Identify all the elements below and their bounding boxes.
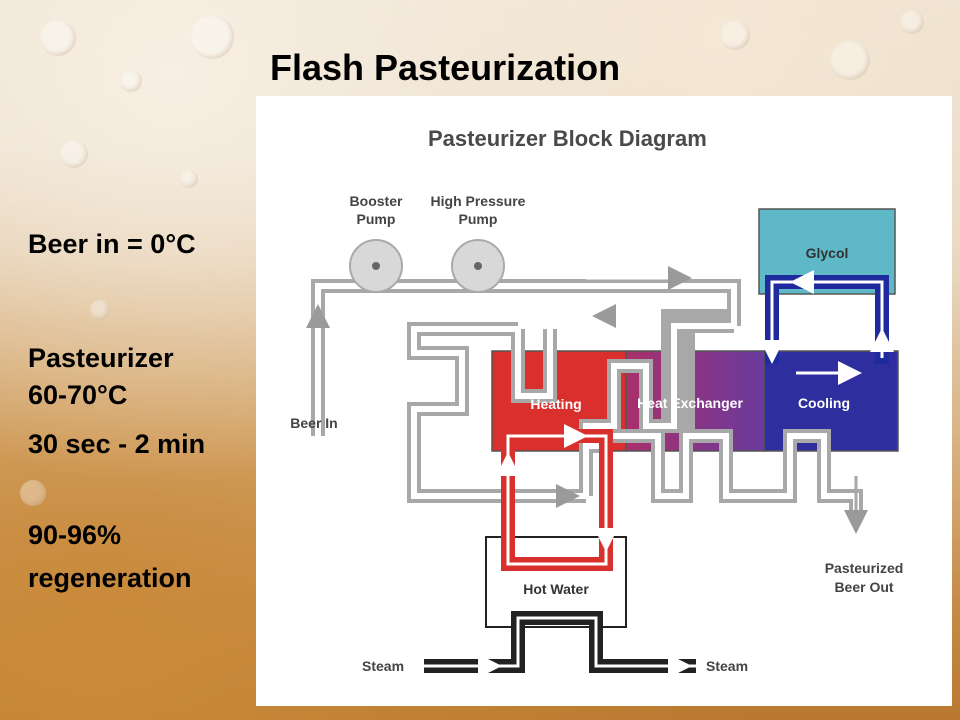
steam-out-label: Steam	[706, 658, 748, 674]
background-bubble	[120, 70, 142, 92]
high-pressure-pump-label-2: Pump	[459, 211, 498, 227]
pasteurized-out-label: Pasteurized	[825, 560, 904, 576]
background-bubble	[720, 20, 750, 50]
heating-label: Heating	[530, 396, 581, 412]
booster-pump-label-2: Pump	[357, 211, 396, 227]
steam-in-label: Steam	[362, 658, 404, 674]
beer-in-label: Beer In	[290, 415, 337, 431]
note-pasteurizer: Pasteurizer	[28, 343, 174, 373]
background-bubble	[830, 40, 870, 80]
background-bubble	[40, 20, 76, 56]
note-temperature: 60-70°C	[28, 380, 128, 410]
background-bubble	[90, 300, 110, 320]
note-time: 30 sec - 2 min	[28, 429, 206, 459]
cooling-label: Cooling	[798, 395, 850, 411]
glycol-label: Glycol	[806, 245, 849, 261]
pasteurizer-block-diagram: Pasteurizer Block Diagram	[290, 126, 904, 678]
background-bubble	[900, 10, 924, 34]
pasteurized-out-label-2: Beer Out	[834, 579, 893, 595]
high-pressure-pump-label: High Pressure	[431, 193, 526, 209]
booster-pump-label: Booster	[350, 193, 403, 209]
background-bubble	[190, 15, 234, 59]
note-regeneration: regeneration	[28, 563, 192, 593]
diagram-panel: Pasteurizer Block Diagram	[256, 96, 952, 706]
background-bubble	[180, 170, 198, 188]
high-pressure-pump	[451, 239, 505, 293]
note-beer-in: Beer in = 0°C	[28, 229, 196, 259]
note-regen-percent: 90-96%	[28, 520, 122, 550]
background-bubble	[20, 480, 46, 506]
booster-pump	[349, 239, 403, 293]
diagram-title: Pasteurizer Block Diagram	[428, 126, 707, 151]
hot-water-label: Hot Water	[523, 581, 589, 597]
heat-exchanger-label: Heat Exchanger	[637, 395, 743, 411]
slide-title: Flash Pasteurization	[270, 47, 621, 88]
background-bubble	[60, 140, 88, 168]
